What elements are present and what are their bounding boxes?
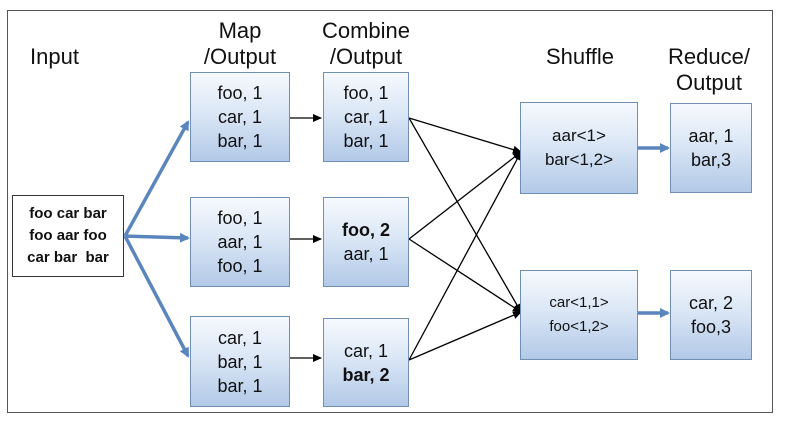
map-box-line: bar, 1 (217, 131, 263, 151)
edge-input-map2 (124, 232, 190, 243)
shuffle-box-line: aar<1> (552, 126, 606, 145)
map-box-line: foo, 1 (217, 256, 263, 276)
map-box-line: foo, 1 (217, 208, 263, 228)
reduce-box-line: foo,3 (690, 317, 732, 337)
combine-box-3: car, 1 bar, 2 (323, 318, 409, 407)
map-box-line: bar, 1 (217, 351, 263, 372)
header-map-line1: Map (218, 18, 262, 43)
edge-combine2-shuffle1 (408, 151, 522, 240)
combine-box-line: car, 1 (343, 107, 389, 127)
combine-box-line: bar, 2 (342, 364, 390, 385)
reduce-box-line: car, 2 (688, 293, 734, 313)
map-box-2: foo, 1 aar, 1 foo, 1 (190, 197, 290, 287)
input-line: foo car bar (29, 205, 107, 222)
edge-combine1-shuffle2 (408, 117, 522, 313)
header-combine: Combine /Output (316, 18, 416, 70)
input-box: foo car bar foo aar foo car bar bar (12, 195, 124, 277)
reduce-box-line: bar,3 (690, 150, 732, 170)
shuffle-box-1: aar<1> bar<1,2> (520, 102, 638, 194)
header-input: Input (30, 44, 79, 69)
input-line: car bar bar (27, 249, 109, 266)
edge-combine3-shuffle1 (408, 151, 522, 361)
edge-input-map1 (123, 120, 190, 237)
edge-combine3-shuffle2 (408, 311, 522, 361)
header-shuffle: Shuffle (545, 44, 615, 69)
header-reduce: Reduce/ Output (666, 44, 752, 96)
header-map: Map /Output (190, 18, 290, 70)
shuffle-box-2: car<1,1> foo<1,2> (520, 270, 638, 360)
combine-box-line: bar, 1 (343, 131, 389, 151)
header-reduce-line1: Reduce/ (668, 44, 750, 69)
combine-box-1: foo, 1 car, 1 bar, 1 (323, 72, 409, 162)
map-box-3: car, 1 bar, 1 bar, 1 (190, 316, 290, 407)
header-map-line2: /Output (203, 44, 277, 69)
combine-box-line: aar, 1 (343, 244, 389, 264)
edge-input-map3 (123, 235, 190, 358)
map-box-line: aar, 1 (217, 232, 263, 252)
reduce-box-1: aar, 1 bar,3 (670, 103, 752, 193)
combine-box-2: foo, 2 aar, 1 (323, 197, 409, 287)
input-line: foo aar foo (29, 227, 107, 244)
map-box-line: car, 1 (217, 327, 263, 348)
map-box-line: car, 1 (217, 107, 263, 127)
shuffle-box-line: bar<1,2> (544, 150, 614, 169)
combine-box-line: foo, 2 (342, 220, 390, 240)
map-box-line: bar, 1 (217, 375, 263, 396)
map-box-line: foo, 1 (217, 83, 263, 103)
header-reduce-line2: Output (675, 70, 743, 95)
edge-combine2-shuffle2 (408, 238, 522, 313)
header-combine-line2: /Output (329, 44, 403, 69)
combine-box-line: foo, 1 (343, 83, 389, 103)
header-combine-line1: Combine (321, 18, 411, 43)
diagram-frame (7, 10, 773, 413)
reduce-box-2: car, 2 foo,3 (670, 270, 752, 360)
reduce-box-line: aar, 1 (688, 126, 734, 146)
shuffle-box-line: car<1,1> (549, 294, 609, 311)
map-box-1: foo, 1 car, 1 bar, 1 (190, 72, 290, 162)
edge-combine1-shuffle1 (408, 117, 522, 154)
shuffle-box-line: foo<1,2> (549, 318, 609, 335)
combine-box-line: car, 1 (343, 340, 389, 361)
